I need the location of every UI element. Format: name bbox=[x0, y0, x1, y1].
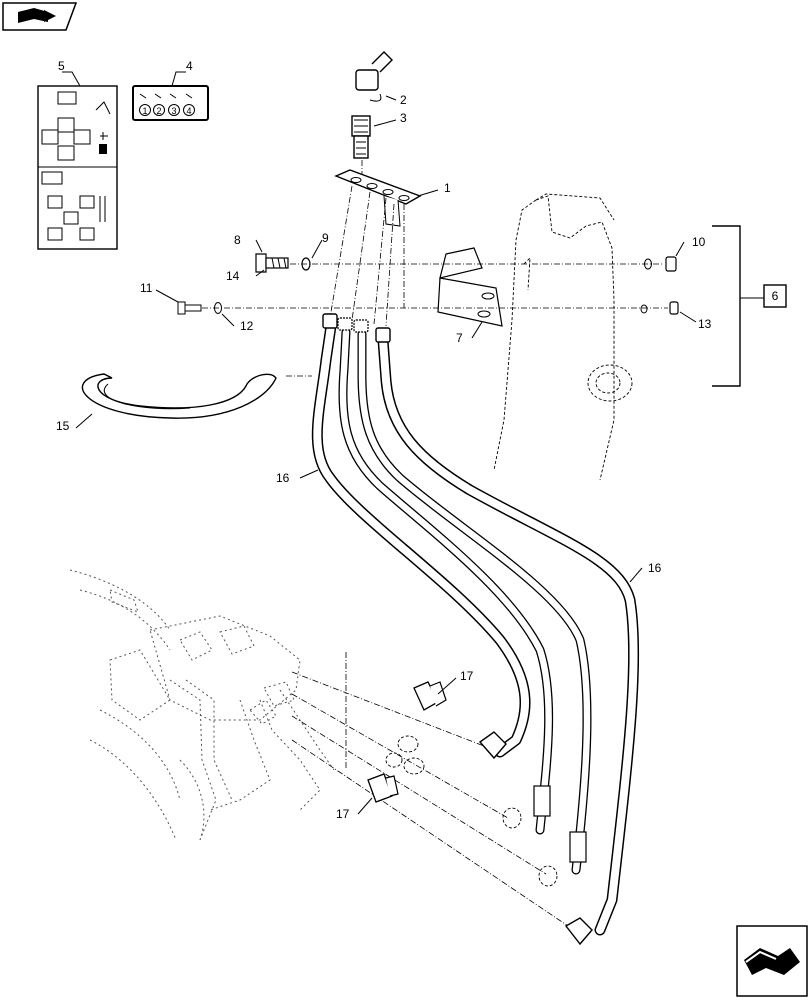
callout-9: 9 bbox=[322, 231, 329, 245]
decal-number-2: 2 bbox=[156, 106, 161, 116]
decal-number-4: 4 bbox=[186, 106, 191, 116]
callout-14: 14 bbox=[226, 269, 240, 283]
callout-3: 3 bbox=[400, 111, 407, 125]
callout-7: 7 bbox=[456, 331, 463, 345]
callout-12: 12 bbox=[240, 319, 254, 333]
control-valve-background bbox=[69, 569, 335, 841]
retaining-plate bbox=[437, 247, 503, 327]
bolt-11 bbox=[177, 301, 202, 315]
callout-11: 11 bbox=[140, 281, 153, 295]
dust-cap bbox=[355, 51, 393, 102]
group-bracket-6 bbox=[712, 225, 787, 387]
callout-10: 10 bbox=[692, 235, 706, 249]
callout-13: 13 bbox=[698, 317, 712, 331]
callout-6: 6 bbox=[772, 289, 779, 303]
adapter-fitting-bottom bbox=[367, 773, 399, 803]
adapter-fitting-top bbox=[413, 681, 447, 711]
callout-15: 15 bbox=[56, 419, 70, 433]
mounting-bracket bbox=[334, 169, 422, 227]
ghost-fittings bbox=[385, 735, 425, 775]
washer-nut-10 bbox=[644, 256, 677, 272]
decal-number-1: 1 bbox=[142, 106, 147, 116]
next-page-arrow-icon[interactable] bbox=[736, 925, 808, 997]
cable-tie-strap bbox=[81, 373, 277, 419]
hose-assembly bbox=[311, 313, 640, 946]
callout-17-lower: 17 bbox=[336, 807, 350, 821]
bolt-8-14 bbox=[255, 253, 289, 273]
callout-4: 4 bbox=[186, 59, 193, 73]
decal-sheet bbox=[37, 85, 118, 250]
quick-coupler bbox=[351, 115, 371, 159]
callout-16-upper: 16 bbox=[276, 471, 290, 485]
numbered-decal: 1 2 3 4 bbox=[132, 85, 209, 121]
leader-lines bbox=[62, 71, 697, 815]
washer-nut-13 bbox=[640, 301, 679, 315]
callout-16-lower: 16 bbox=[648, 561, 662, 575]
assembly-center-lines bbox=[202, 160, 668, 931]
book-arrow-icon[interactable] bbox=[2, 2, 78, 31]
callout-1: 1 bbox=[444, 181, 451, 195]
decal-number-3: 3 bbox=[171, 106, 176, 116]
callout-2: 2 bbox=[400, 93, 407, 107]
callout-17-upper: 17 bbox=[460, 669, 474, 683]
callout-5: 5 bbox=[58, 59, 65, 73]
callout-8: 8 bbox=[234, 233, 241, 247]
frame-outline bbox=[493, 193, 633, 481]
